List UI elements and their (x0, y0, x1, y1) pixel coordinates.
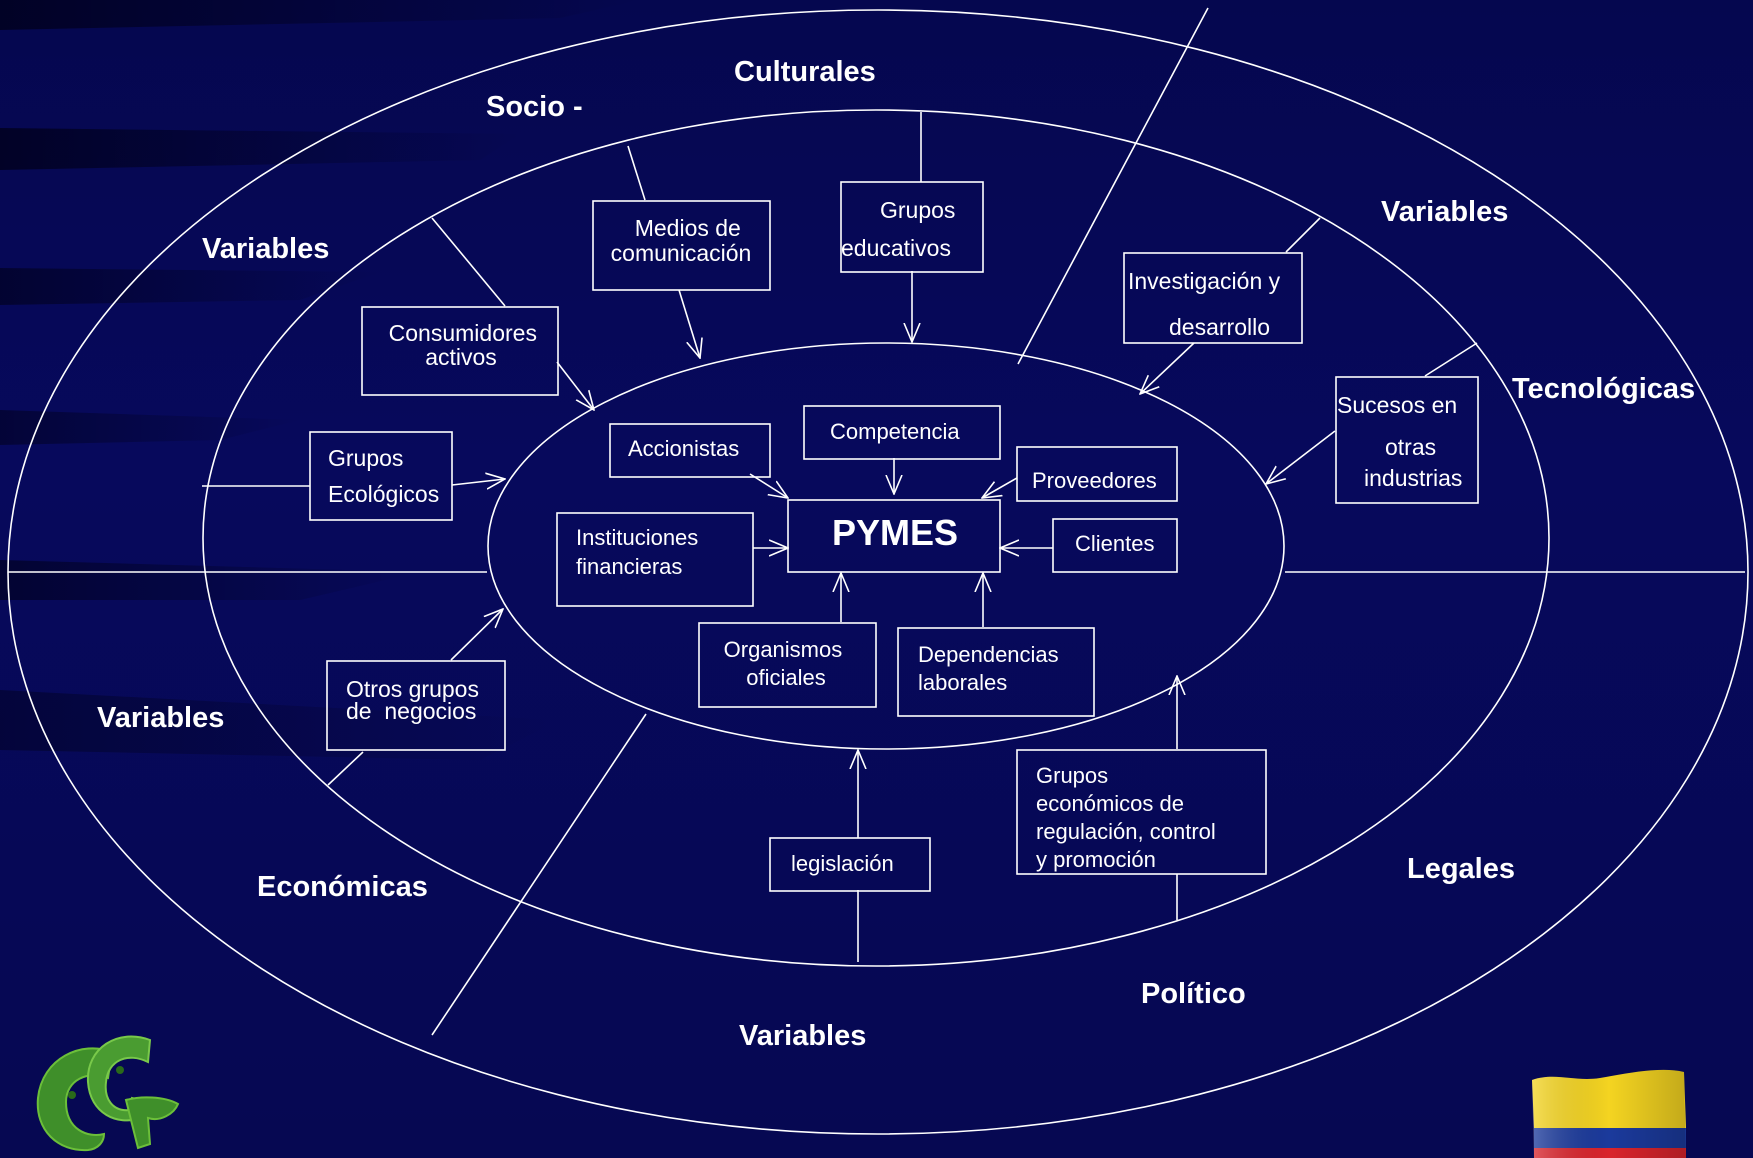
clientes-box (1052, 518, 1178, 573)
label-tecnologicas: Tecnológicas (1512, 373, 1695, 405)
instituciones-box (556, 512, 754, 607)
background-streaks (0, 0, 640, 760)
consumidores-box (361, 306, 559, 396)
diagram-structure (7, 7, 1749, 1135)
label-variables-bottom: Variables (739, 1020, 866, 1052)
pymes-label: PYMES (832, 512, 958, 553)
grupos-ecologicos-box (309, 431, 453, 521)
boxes (309, 181, 1479, 892)
proveedores-box (1016, 446, 1178, 502)
pymes-box (787, 499, 1001, 573)
accionistas-box (609, 423, 771, 478)
proveedores-label: Proveedores (1032, 468, 1157, 493)
grupos-ecologicos-label: Grupos Ecológicos (328, 445, 439, 507)
middle-box-labels: Medios de comunicación Grupos educativos… (328, 197, 1464, 876)
legislacion-label: legislación (791, 851, 894, 876)
competencia-box (803, 405, 1001, 460)
competencia-label: Competencia (830, 419, 960, 444)
organismos-label: Organismos oficiales (724, 637, 849, 690)
ring-labels: Culturales Socio - Variables Variables T… (97, 56, 1695, 1052)
grupos-educativos-box (840, 181, 984, 273)
label-variables-left: Variables (97, 702, 224, 734)
sucesos-box (1335, 376, 1479, 504)
cg-logo-icon (36, 1035, 180, 1152)
label-legales: Legales (1407, 853, 1515, 885)
medios-label: Medios de comunicación (611, 215, 752, 266)
inner-box-labels: Accionistas Competencia Proveedores Inst… (576, 419, 1157, 695)
middle-ellipse (202, 109, 1550, 967)
otros-grupos-label: Otros grupos de negocios (346, 676, 485, 724)
inner-ellipse (487, 342, 1285, 750)
sucesos-label: Sucesos en otras industrias (1337, 392, 1464, 491)
dependencias-label: Dependencias laborales (918, 642, 1065, 695)
investigacion-label: Investigación y desarrollo (1128, 268, 1287, 340)
organismos-box (698, 622, 877, 708)
label-culturales: Culturales (734, 56, 876, 88)
label-variables-top-left: Variables (202, 233, 329, 265)
label-politico: Político (1141, 978, 1246, 1010)
label-variables-top-right: Variables (1381, 196, 1508, 228)
divider-bottom-left (431, 713, 647, 1036)
investigacion-box (1123, 252, 1303, 344)
legislacion-box (769, 837, 931, 892)
dependencias-box (897, 627, 1095, 717)
label-economicas: Económicas (257, 871, 428, 903)
grupos-economicos-box (1016, 749, 1267, 875)
accionistas-label: Accionistas (628, 436, 739, 461)
consumidores-label: Consumidores activos (389, 320, 544, 370)
instituciones-label: Instituciones financieras (576, 525, 704, 579)
medios-box (592, 200, 771, 291)
divider-top-right (1017, 7, 1209, 365)
clientes-label: Clientes (1075, 531, 1154, 556)
label-socio: Socio - (486, 91, 583, 123)
grupos-educativos-label: Grupos educativos (841, 197, 962, 261)
grupos-economicos-label: Grupos económicos de regulación, control… (1036, 763, 1222, 872)
colombia-flag-icon (1532, 1069, 1686, 1158)
otros-grupos-box (326, 660, 506, 751)
